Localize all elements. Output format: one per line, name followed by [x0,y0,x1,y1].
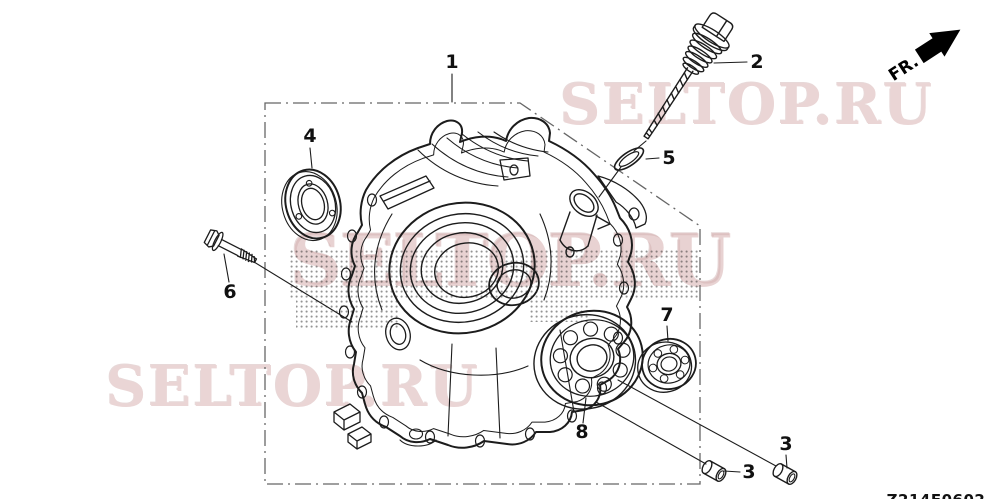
cover-detail-lines [374,213,575,447]
leader-lines [223,61,788,473]
cover-main-bore [388,201,536,335]
ball-bearing-small-part7 [637,337,697,393]
callout-labels: 1 2 4 5 6 7 8 3 3 [223,51,792,483]
fr-orientation-indicator: FR. [885,29,961,86]
callout-8: 8 [575,421,588,443]
callout-1: 1 [445,51,458,73]
cover-feet [333,403,372,450]
cover-brackets [379,157,647,229]
callout-5: 5 [662,147,675,169]
fr-arrow-icon [914,29,961,64]
cover-boss [385,317,411,351]
flange-bolt-part6 [203,229,258,264]
callout-7: 7 [660,304,673,326]
callout-2: 2 [750,51,763,73]
diagram-code: Z214E0602 [887,491,986,499]
cover-bolt-holes [338,193,630,448]
callout-4: 4 [303,125,316,147]
watermark-top-right: SELTOP.RU [560,72,935,138]
callout-3-left: 3 [742,461,755,483]
boundary-dashed-box [264,102,701,485]
dowel-pin-part3-right [772,462,798,486]
callout-6: 6 [223,281,236,303]
sealing-washer-part5 [613,147,645,171]
oil-filler-neck [559,189,611,258]
watermark-bottom-left: SELTOP.RU [106,354,481,420]
crankcase-cover-drawing [333,116,647,450]
callout-3-right: 3 [779,433,792,455]
oil-dipstick-part2 [643,12,734,140]
fr-label: FR. [885,52,922,86]
ball-bearing-large-part8 [533,309,644,410]
oil-seal-part4 [281,168,342,242]
dowel-pin-part3-left [701,459,727,483]
cover-secondary-bore [488,261,540,307]
